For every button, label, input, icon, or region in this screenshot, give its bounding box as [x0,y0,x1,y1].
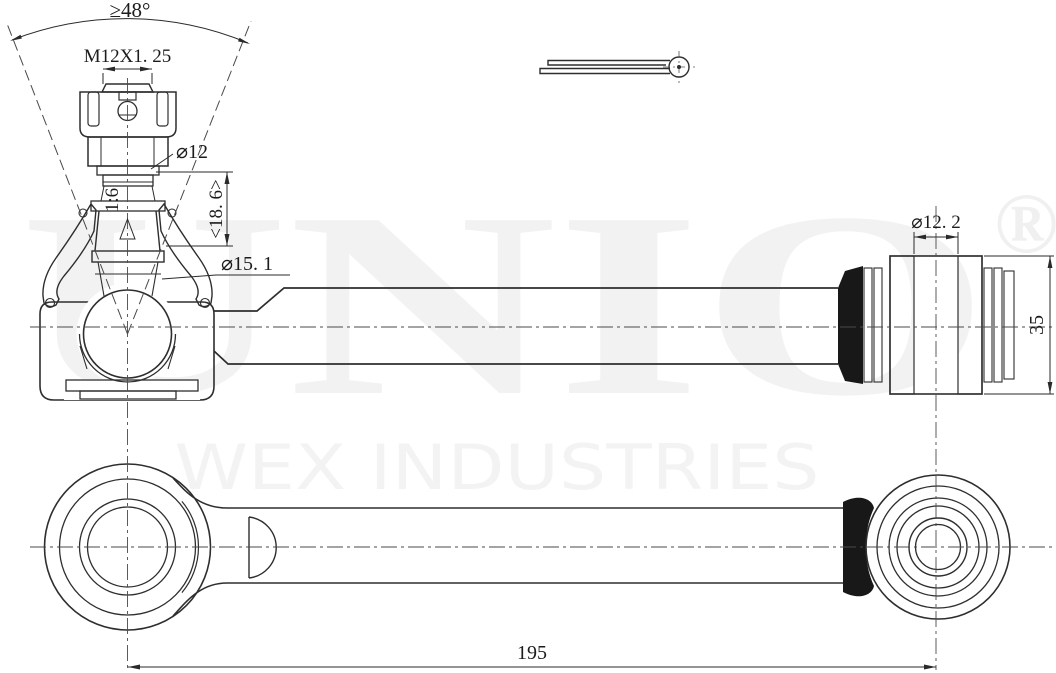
dim-taper-major-diameter: ⌀15. 1 [221,253,273,275]
castle-nut [79,83,177,202]
dim-bushing-width: 35 [1026,315,1048,335]
nut-castellation-slot [156,91,169,127]
boot-clip-ring [78,208,88,218]
dimension-annotations: ≥48° M12X1. 25 ⌀12 1:6 <18. 6> ⌀15. 1 ⌀1… [10,0,1054,670]
ball-joint-housing [39,301,215,401]
dust-boot-right [158,202,213,308]
dim-taper-ratio: 1:6 [102,188,123,212]
watermark-company: WEX INDUSTRIES [175,431,820,504]
dim-stud-diameter: ⌀12 [176,141,208,163]
main-view [39,83,1015,401]
dim-taper-length: <18. 6> [206,179,227,238]
rod [213,287,838,365]
boot-clip-ring [199,297,211,309]
registered-trademark-icon: ® [994,175,1056,271]
housing-end-cap [79,390,177,400]
socket-boss [248,516,277,579]
tapered-stud [94,210,161,252]
boot-clip-ring [167,208,177,218]
bushing-section [838,255,1015,395]
dust-boot-left [42,202,97,308]
bushing-rubber-cone [838,266,863,384]
boot-top-ring [90,200,166,212]
bushing-rubber-plan [843,497,874,597]
dim-bushing-bore: ⌀12. 2 [911,212,960,233]
taper-symbol-icon [119,217,136,240]
watermark: UNIO ® WEX INDUSTRIES [20,159,1056,504]
thread-cylinder [102,174,154,187]
boot-clip-ring [44,297,56,309]
cotter-pin-view [539,51,695,83]
dim-thread-spec: M12X1. 25 [84,46,172,67]
arm-outline [172,477,843,617]
stud-flange [91,250,165,263]
watermark-brand: UNIO [20,159,990,451]
dim-center-distance: 195 [517,642,547,664]
dim-cone-angle: ≥48° [110,0,151,22]
cone-limit-line [5,20,252,335]
centerlines [5,20,1054,670]
nut-castellation-slot [87,91,100,127]
angle-arc [11,18,249,44]
